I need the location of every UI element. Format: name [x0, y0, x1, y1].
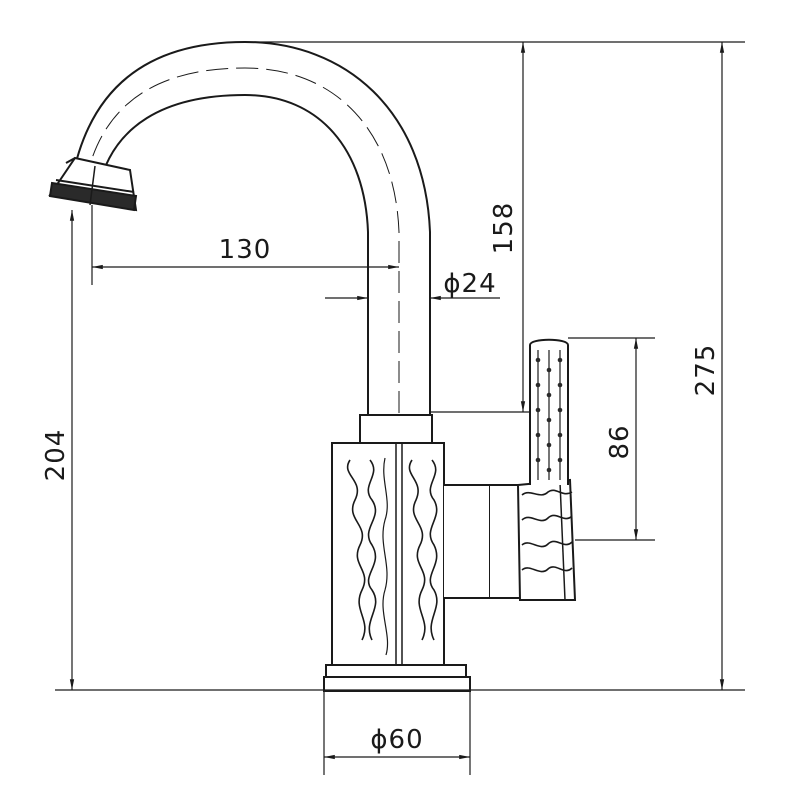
faucet-body: [323, 442, 471, 692]
dim-outlet-height: 204: [41, 429, 71, 482]
dim-spout-height: 158: [489, 202, 519, 255]
dimension-lines: [55, 41, 745, 775]
faucet-outline: [71, 40, 431, 420]
dim-spout-reach: 130: [219, 235, 272, 265]
handle-knob: [516, 478, 577, 601]
dim-handle-length: 86: [605, 424, 635, 459]
aerator-head: [48, 156, 138, 212]
dim-pipe-diameter: ϕ24: [443, 269, 496, 299]
dim-total-height: 275: [691, 344, 721, 397]
spout-inner-edge: [97, 93, 369, 415]
spout-collar: [359, 414, 433, 444]
spout-outer-edge: [71, 40, 431, 415]
handle-connector: [444, 484, 526, 599]
dim-base-diameter: ϕ60: [370, 725, 423, 755]
handle-lever: [529, 338, 569, 485]
spout-centerline: [84, 67, 400, 420]
